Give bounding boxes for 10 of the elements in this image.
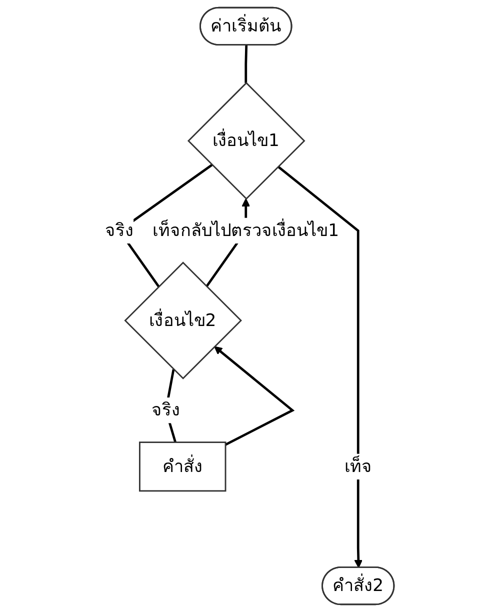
arrow [214,346,295,446]
edge-label: จริง [105,220,134,241]
edge-label: เท็จ [344,456,372,477]
arrow [277,166,363,568]
edge-label: เท็จกลับไปตรวจเงื่อนไข1 [152,220,340,241]
edge-label: จริง [152,400,180,420]
node-box: คำสั่ง [139,442,226,492]
node-diamond: เงื่อนไข1 [187,82,306,200]
node-diamond: เงื่อนไข2 [124,262,242,380]
connector [244,45,248,83]
